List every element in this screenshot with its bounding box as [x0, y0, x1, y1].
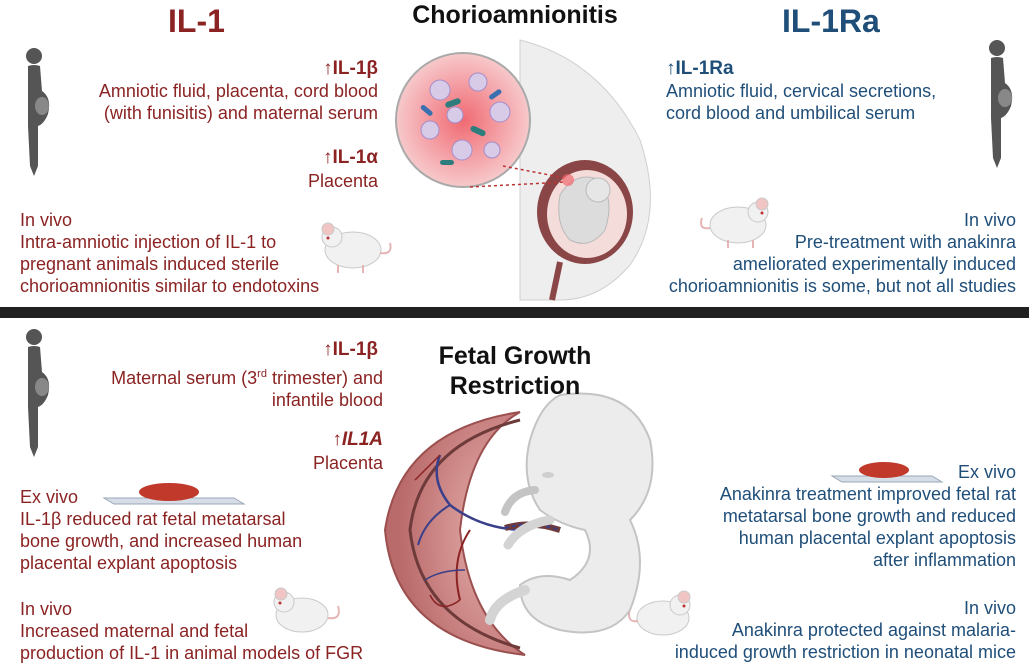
section-divider	[0, 307, 1029, 318]
placenta-icon	[383, 411, 561, 656]
bottom-il1a-gene-text: Placenta	[312, 453, 383, 473]
il1-title: IL-1	[168, 3, 225, 39]
up-arrow-icon: ↑	[332, 429, 342, 450]
up-arrow-icon: ↑	[323, 58, 333, 79]
mouse-icon	[321, 222, 392, 273]
bottom-il1b-text: Maternal serum (3rd trimester) and infan…	[111, 368, 383, 410]
up-arrow-icon: ↑	[323, 339, 333, 360]
up-arrow-icon: ↑	[323, 147, 333, 168]
pregnant-woman-icon	[26, 329, 50, 457]
top-il1ra-text: Amniotic fluid, cervical secretions, cor…	[666, 81, 937, 123]
bottom-il1a-gene-heading: ↑IL1A	[332, 429, 383, 450]
infection-circle-icon	[395, 52, 574, 188]
explant-slide-icon	[102, 483, 246, 505]
fgr-title: Fetal Growth Restriction	[438, 342, 592, 400]
fetus-icon	[485, 392, 654, 634]
top-invivo-right: In vivo Pre-treatment with anakinra amel…	[668, 210, 1016, 296]
bottom-exvivo-right: Ex vivo Anakinra treatment improved feta…	[719, 462, 1016, 570]
bottom-invivo-right: In vivo Anakinra protected against malar…	[674, 598, 1016, 662]
il1ra-title: IL-1Ra	[782, 3, 880, 39]
mouse-icon	[700, 197, 769, 248]
pregnant-woman-icon	[26, 48, 50, 176]
bottom-invivo-left: In vivo Increased maternal and fetal pro…	[20, 599, 364, 663]
chorioamnionitis-title: Chorioamnionitis	[412, 1, 618, 29]
pregnant-woman-icon	[989, 40, 1013, 168]
top-il1b-heading: ↑IL-1β	[323, 58, 378, 79]
bottom-il1b-heading: ↑IL-1β	[323, 339, 378, 360]
pregnant-belly-icon	[519, 39, 651, 301]
mouse-icon	[273, 587, 340, 633]
top-il1b-text: Amniotic fluid, placenta, cord blood (wi…	[98, 81, 378, 123]
up-arrow-icon: ↑	[666, 58, 676, 79]
bottom-exvivo-left: Ex vivo IL-1β reduced rat fetal metatars…	[20, 487, 303, 573]
top-il1a-text: Placenta	[307, 171, 378, 191]
top-invivo-left: In vivo Intra-amniotic injection of IL-1…	[20, 210, 320, 296]
explant-slide-icon	[830, 462, 944, 483]
top-il1a-heading: ↑IL-1α	[323, 147, 378, 168]
top-il1ra-heading: ↑IL-1Ra	[666, 58, 734, 79]
mouse-icon	[628, 590, 691, 636]
